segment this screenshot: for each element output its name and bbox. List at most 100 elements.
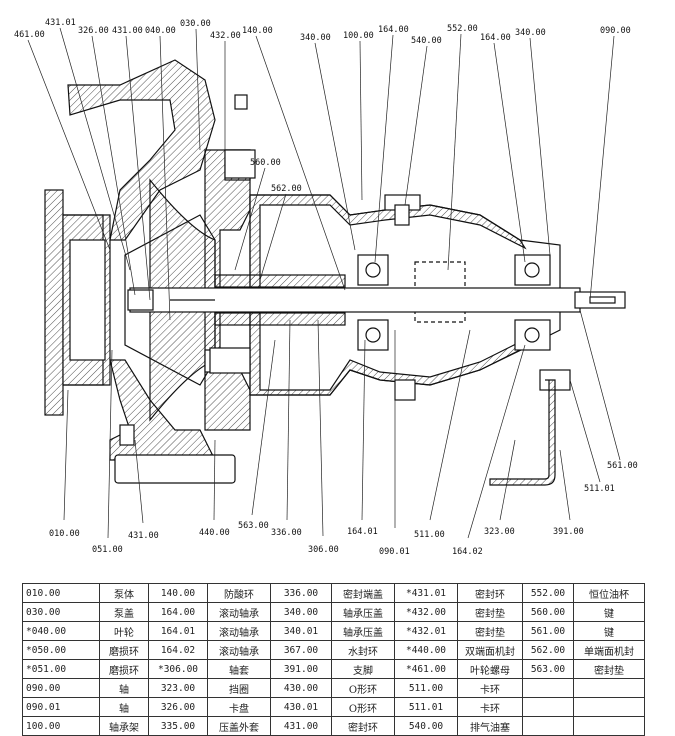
label-511-00: 511.00 — [414, 530, 445, 540]
label-164-02: 164.02 — [452, 547, 483, 557]
part-name-cell: 双端面机封 — [457, 640, 523, 660]
part-number-cell: 336.00 — [270, 583, 332, 603]
part-number-cell: 430.01 — [270, 697, 332, 717]
label-306-00: 306.00 — [308, 545, 339, 555]
part-name-cell: 卡盘 — [207, 697, 271, 717]
label-051-00: 051.00 — [92, 545, 123, 555]
part-number-cell: *051.00 — [22, 659, 100, 679]
part-number-cell: 562.00 — [522, 640, 574, 660]
part-name-cell: 轴承架 — [99, 716, 149, 736]
part-number-cell: 090.00 — [22, 678, 100, 698]
part-name-cell: 防酸环 — [207, 583, 271, 603]
part-number-cell: 010.00 — [22, 583, 100, 603]
part-name-cell: 密封垫 — [457, 602, 523, 622]
part-number-cell: *440.00 — [394, 640, 458, 660]
label-431-01: 431.01 — [45, 18, 76, 28]
label-552-00: 552.00 — [447, 24, 478, 34]
part-name-cell — [573, 716, 645, 736]
label-431-00-b: 431.00 — [128, 531, 159, 541]
part-name-cell: 泵体 — [99, 583, 149, 603]
label-562-00: 562.00 — [271, 184, 302, 194]
part-name-cell: 密封垫 — [573, 659, 645, 679]
part-name-cell: 卡环 — [457, 678, 523, 698]
part-name-cell: 磨损环 — [99, 659, 149, 679]
label-030-00: 030.00 — [180, 19, 211, 29]
label-010-00: 010.00 — [49, 529, 80, 539]
part-number-cell: 560.00 — [522, 602, 574, 622]
part-number-cell: 511.00 — [394, 678, 458, 698]
label-432-00: 432.00 — [210, 31, 241, 41]
part-number-cell: 335.00 — [148, 716, 208, 736]
label-336-00: 336.00 — [271, 528, 302, 538]
part-name-cell: 单端面机封 — [573, 640, 645, 660]
part-name-cell: O形环 — [331, 678, 395, 698]
part-number-cell: *461.00 — [394, 659, 458, 679]
part-name-cell: 叶轮螺母 — [457, 659, 523, 679]
part-number-cell: 540.00 — [394, 716, 458, 736]
label-040-00: 040.00 — [145, 26, 176, 36]
part-number-cell: 164.02 — [148, 640, 208, 660]
part-number-cell: 391.00 — [270, 659, 332, 679]
part-number-cell: 430.00 — [270, 678, 332, 698]
part-name-cell: 水封环 — [331, 640, 395, 660]
part-name-cell — [573, 697, 645, 717]
label-540-00: 540.00 — [411, 36, 442, 46]
part-number-cell — [522, 678, 574, 698]
part-number-cell: 164.00 — [148, 602, 208, 622]
pump-cross-section-drawing: 461.00 431.01 326.00 431.00 040.00 030.0… — [14, 18, 638, 557]
part-number-cell: *050.00 — [22, 640, 100, 660]
part-number-cell: 340.00 — [270, 602, 332, 622]
part-name-cell: 压盖外套 — [207, 716, 271, 736]
part-name-cell: 滚动轴承 — [207, 640, 271, 660]
label-560-00: 560.00 — [250, 158, 281, 168]
label-340-00: 340.00 — [300, 33, 331, 43]
part-name-cell: 轴 — [99, 678, 149, 698]
label-090-01: 090.01 — [379, 547, 410, 557]
leader-lines — [27, 27, 621, 539]
label-326-00: 326.00 — [78, 26, 109, 36]
part-number-cell: 323.00 — [148, 678, 208, 698]
part-name-cell: 键 — [573, 621, 645, 641]
part-labels: 461.00 431.01 326.00 431.00 040.00 030.0… — [14, 18, 638, 557]
part-name-cell: 轴 — [99, 697, 149, 717]
label-431-00: 431.00 — [112, 26, 143, 36]
part-number-cell — [522, 716, 574, 736]
part-number-cell: 431.00 — [270, 716, 332, 736]
label-100-00: 100.00 — [343, 31, 374, 41]
label-164-00: 164.00 — [378, 25, 409, 35]
label-164-00-b: 164.00 — [480, 33, 511, 43]
part-name-cell: 泵盖 — [99, 602, 149, 622]
part-name-cell: 支脚 — [331, 659, 395, 679]
part-name-cell: 密封端盖 — [331, 583, 395, 603]
label-090-00: 090.00 — [600, 26, 631, 36]
part-number-cell: 561.00 — [522, 621, 574, 641]
part-name-cell: 轴承压盖 — [331, 602, 395, 622]
label-461-00: 461.00 — [14, 30, 45, 40]
label-440-00: 440.00 — [199, 528, 230, 538]
part-number-cell: 340.01 — [270, 621, 332, 641]
label-323-00: 323.00 — [484, 527, 515, 537]
part-name-cell: 轴套 — [207, 659, 271, 679]
label-340-00-b: 340.00 — [515, 28, 546, 38]
part-number-cell: 140.00 — [148, 583, 208, 603]
label-563-00: 563.00 — [238, 521, 269, 531]
part-number-cell: *306.00 — [148, 659, 208, 679]
part-number-cell: 326.00 — [148, 697, 208, 717]
part-number-cell — [522, 697, 574, 717]
label-164-01: 164.01 — [347, 527, 378, 537]
label-140-00: 140.00 — [242, 26, 273, 36]
part-number-cell: *432.00 — [394, 602, 458, 622]
part-number-cell: 090.01 — [22, 697, 100, 717]
part-name-cell: 滚动轴承 — [207, 602, 271, 622]
part-name-cell: 恒位油杯 — [573, 583, 645, 603]
part-name-cell: 滚动轴承 — [207, 621, 271, 641]
part-name-cell: 磨损环 — [99, 640, 149, 660]
part-name-cell: 叶轮 — [99, 621, 149, 641]
label-511-01: 511.01 — [584, 484, 615, 494]
